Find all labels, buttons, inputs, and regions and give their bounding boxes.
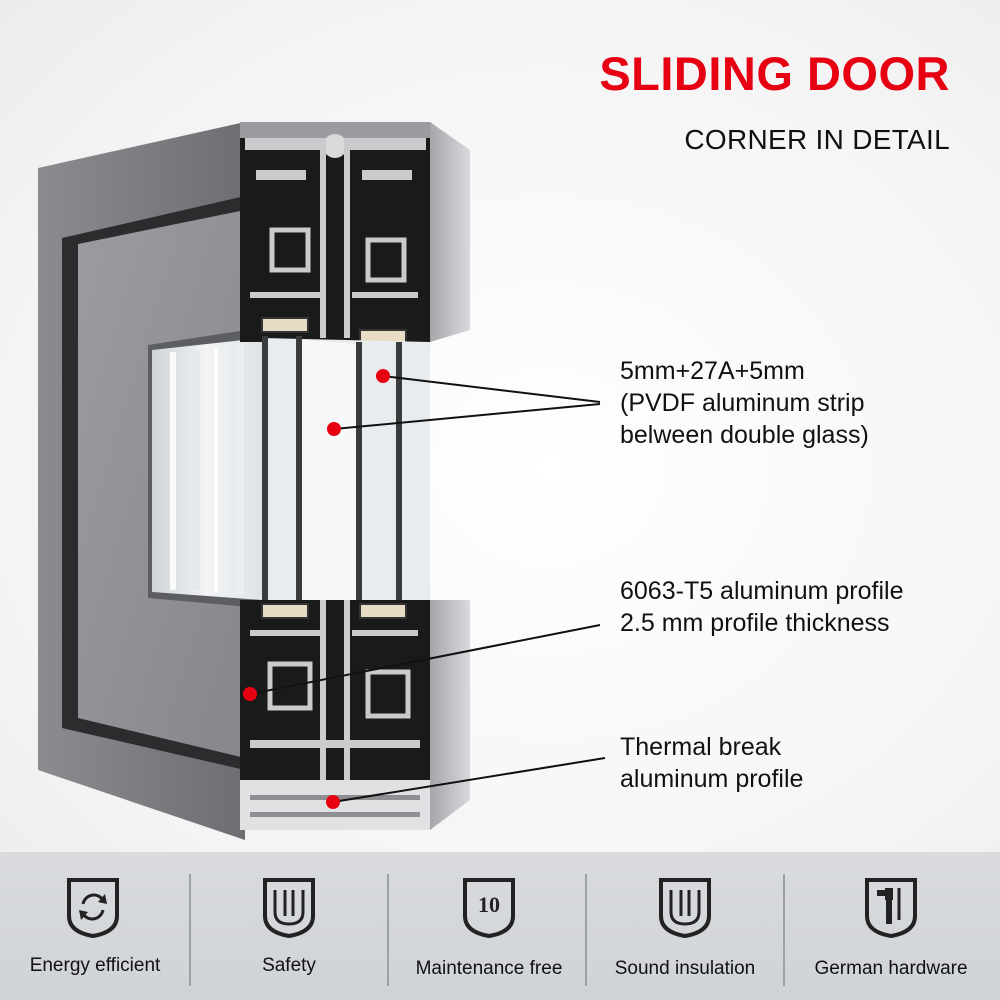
annotation-line: aluminum profile bbox=[620, 765, 804, 793]
sound-shield-icon bbox=[659, 878, 711, 938]
leader-lines bbox=[249, 375, 606, 803]
double-glass bbox=[262, 336, 430, 604]
feature-maintenance-free: 10 Maintenance free bbox=[389, 852, 585, 1000]
feature-label: Sound insulation bbox=[614, 958, 756, 979]
annotation-line: 6063-T5 aluminum profile bbox=[620, 577, 904, 605]
thermal-annotation: Thermal break aluminum profile bbox=[620, 731, 803, 795]
marker-dots bbox=[243, 369, 390, 809]
page-subtitle: CORNER IN DETAIL bbox=[684, 124, 950, 155]
feature-divider bbox=[387, 874, 389, 986]
door-corner-illustration bbox=[38, 122, 606, 840]
feature-sound-insulation: Sound insulation bbox=[587, 852, 783, 1000]
glass-reflections bbox=[170, 344, 244, 594]
feature-safety: Safety bbox=[191, 852, 387, 1000]
glass-annotation: 5mm+27A+5mm (PVDF aluminum strip belween… bbox=[620, 355, 869, 451]
feature-label: Maintenance free bbox=[415, 958, 563, 979]
energy-cycle-icon bbox=[67, 878, 119, 938]
annotation-line: 2.5 mm profile thickness bbox=[620, 609, 890, 637]
product-illustration-area: SLIDING DOOR CORNER IN DETAIL 5mm+27A+5m… bbox=[0, 0, 1000, 852]
feature-german-hardware: German hardware bbox=[785, 852, 1000, 1000]
feature-energy-efficient: Energy efficient bbox=[0, 852, 190, 1000]
svg-text:10: 10 bbox=[478, 892, 500, 917]
marker-dot bbox=[376, 369, 390, 383]
feature-label: Safety bbox=[262, 955, 316, 976]
annotation-line: 5mm+27A+5mm bbox=[620, 357, 805, 385]
features-bar: Energy efficient Safety 10 Maintenance f… bbox=[0, 852, 1000, 1000]
feature-divider bbox=[783, 874, 785, 986]
annotation-line: (PVDF aluminum strip bbox=[620, 389, 865, 417]
feature-label: German hardware bbox=[814, 958, 968, 979]
safety-shield-icon bbox=[263, 878, 315, 938]
profile-section-top bbox=[240, 122, 470, 345]
annotation-line: belween double glass) bbox=[620, 421, 869, 449]
marker-dot bbox=[326, 795, 340, 809]
page-title: SLIDING DOOR bbox=[599, 47, 950, 100]
glass-cavity bbox=[152, 338, 262, 600]
marker-dot bbox=[243, 687, 257, 701]
marker-dot bbox=[327, 422, 341, 436]
profile-section-bottom bbox=[240, 600, 470, 830]
feature-label: Energy efficient bbox=[29, 955, 161, 976]
feature-divider bbox=[585, 874, 587, 986]
profile-annotation: 6063-T5 aluminum profile 2.5 mm profile … bbox=[620, 575, 903, 639]
feature-divider bbox=[189, 874, 191, 986]
annotation-line: Thermal break bbox=[620, 733, 782, 761]
hardware-handle-icon bbox=[865, 878, 917, 938]
maintenance-10-icon: 10 bbox=[463, 878, 515, 938]
